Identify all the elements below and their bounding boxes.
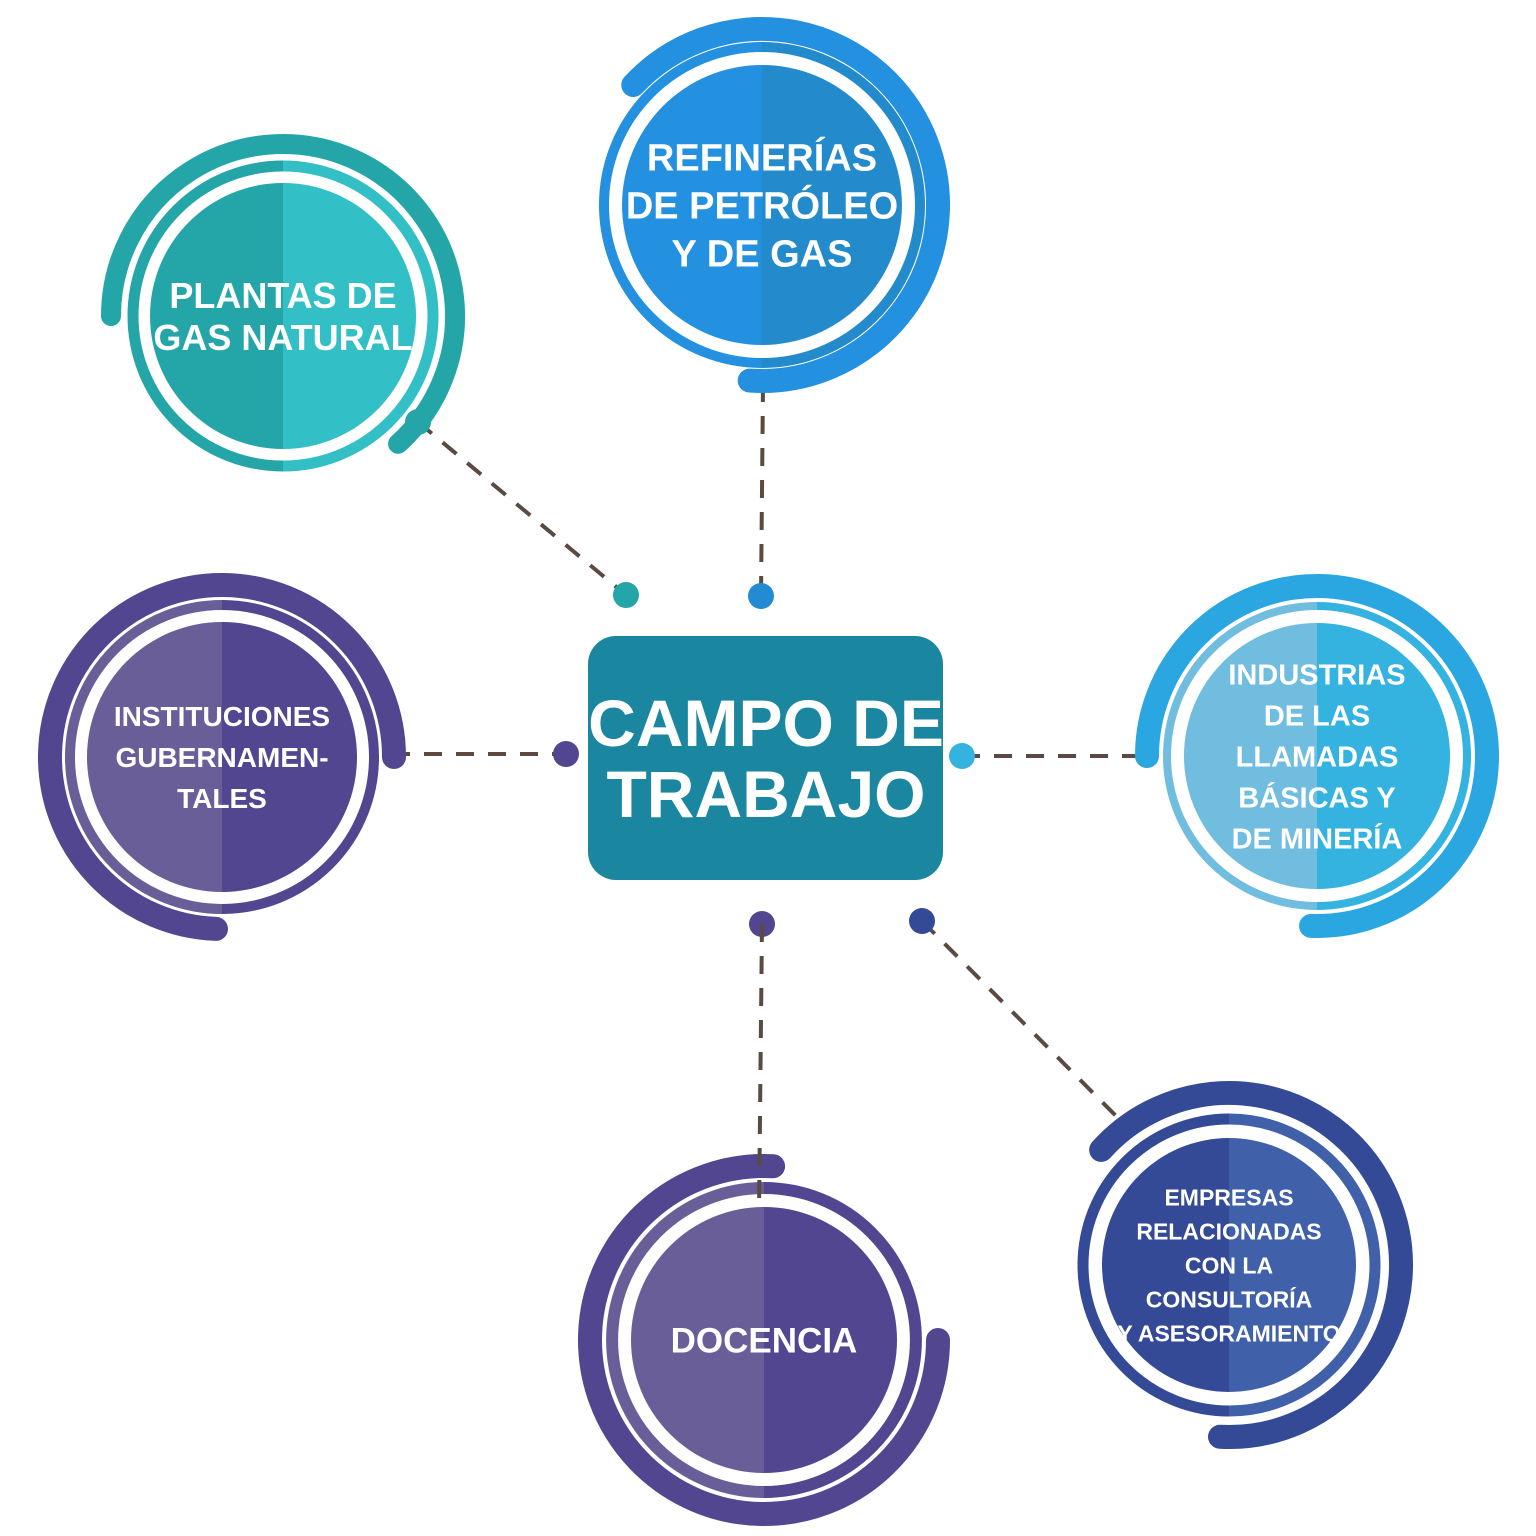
node-instituciones: INSTITUCIONES GUBERNAMEN- TALES [38, 573, 406, 941]
node-docencia: DOCENCIA [578, 1154, 950, 1526]
node-label-empresas-line-3: CON LA [1185, 1252, 1273, 1278]
node-label-plantas-line-2: GAS NATURAL [153, 317, 412, 358]
node-label-empresas-line-1: EMPRESAS [1164, 1184, 1293, 1210]
node-label-plantas-line-1: PLANTAS DE [169, 275, 396, 316]
central-box: CAMPO DE TRABAJO [588, 636, 944, 880]
connector-dot-empresas [909, 908, 935, 934]
disk-right-instituciones [222, 622, 357, 892]
node-label-refinerias-line-2: DE PETRÓLEO [626, 184, 898, 228]
connector-dot-plantas [613, 582, 639, 608]
disk-left-refinerias [622, 65, 762, 345]
node-label-empresas-line-2: RELACIONADAS [1136, 1218, 1321, 1244]
outer-arc-docencia [578, 1154, 950, 1526]
node-label-empresas-line-5: Y ASESORAMIENTO [1117, 1320, 1340, 1346]
node-label-instituciones-line-2: GUBERNAMEN- [115, 742, 328, 773]
disk-right-refinerias [762, 65, 902, 345]
disk-right-docencia [764, 1207, 897, 1473]
ring-right-empresas [1228, 1113, 1381, 1417]
node-label-instituciones-line-1: INSTITUCIONES [114, 701, 330, 732]
ring-right-refinerias [761, 42, 925, 368]
ring-left-docencia [606, 1182, 765, 1498]
disk-left-industrias [1184, 623, 1317, 889]
disk-right-empresas [1229, 1138, 1356, 1392]
connector-dot-outer-plantas [405, 409, 431, 435]
disk-right-industrias [1317, 623, 1450, 889]
node-label-refinerias-line-3: Y DE GAS [672, 234, 853, 276]
outer-arc-industrias [1135, 574, 1499, 938]
node-label-docencia-line-1: DOCENCIA [671, 1322, 858, 1361]
connector-dot-refinerias [748, 583, 774, 609]
ring-left-industrias [1163, 602, 1318, 910]
node-label-industrias-line-5: DE MINERÍA [1232, 821, 1403, 855]
ring-left-plantas [127, 160, 284, 472]
ring-right-industrias [1316, 602, 1471, 910]
disk-left-instituciones [87, 622, 222, 892]
node-label-instituciones-line-3: TALES [177, 783, 267, 814]
connector-dot-industrias [949, 743, 975, 769]
connector-line-empresas [920, 919, 1130, 1130]
connector-dot-instituciones [553, 741, 579, 767]
node-label-industrias-line-1: INDUSTRIAS [1228, 659, 1405, 691]
outer-arc-plantas [101, 134, 465, 454]
node-label-empresas-line-4: CONSULTORÍA [1146, 1285, 1313, 1312]
node-label-industrias-line-4: BÁSICAS Y [1238, 780, 1395, 814]
connector-line-refinerias [759, 383, 765, 597]
disk-left-plantas [150, 183, 283, 449]
central-box-background [588, 636, 943, 880]
connector-line-docencia [757, 923, 764, 1213]
outer-arc-instituciones [38, 573, 406, 941]
disk-left-docencia [631, 1207, 764, 1473]
central-box-line-1: CAMPO DE [588, 686, 944, 760]
disk-right-plantas [283, 183, 416, 449]
ring-right-plantas [282, 160, 439, 472]
ring-left-refinerias [599, 42, 763, 368]
outer-arc-empresas [1089, 1081, 1413, 1449]
ring-right-instituciones [221, 600, 379, 914]
ring-left-empresas [1077, 1113, 1230, 1417]
central-box-line-2: TRABAJO [606, 757, 925, 831]
connector-line-plantas [416, 420, 628, 597]
ring-right-docencia [763, 1182, 922, 1498]
outer-arc-refinerias [621, 17, 950, 393]
node-label-refinerias-line-1: REFINERÍAS [647, 136, 877, 180]
node-empresas: EMPRESAS RELACIONADAS CON LA CONSULTORÍA Y A… [1077, 1081, 1413, 1449]
node-industrias: INDUSTRIAS DE LAS LLAMADAS BÁSICAS Y DE MINE… [1135, 574, 1499, 938]
connector-lines [392, 383, 1142, 1130]
node-label-industrias-line-2: DE LAS [1264, 700, 1370, 732]
node-label-industrias-line-3: LLAMADAS [1236, 741, 1399, 773]
disk-left-empresas [1102, 1138, 1229, 1392]
ring-left-instituciones [65, 600, 223, 914]
